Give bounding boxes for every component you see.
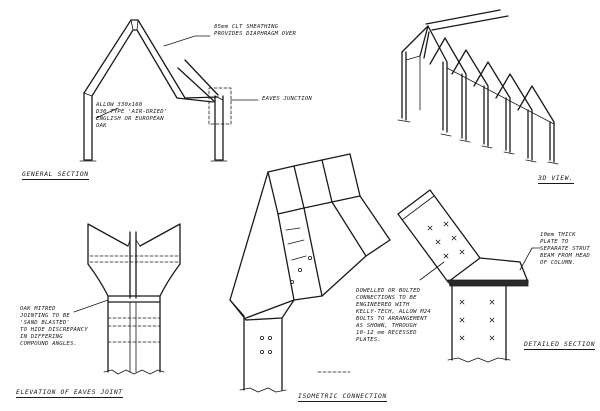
eaves-joint-elevation [73, 223, 181, 375]
note-member-size: ALLOW 330x160 D30 TYPE 'AIR-DRIED' ENGLI… [96, 102, 168, 129]
general-section-frame [79, 19, 259, 162]
note-eaves-junction: EAVES JUNCTION [262, 96, 312, 102]
note-steel-plate: 10mm THICK PLATE TO SEPARATE STRUT BEAM … [540, 232, 590, 266]
view-3d-frames [397, 9, 559, 165]
note-mitred-jointing: OAK MITRED JOINTING TO BE 'SAND BLASTED'… [20, 306, 88, 347]
title-general-section: GENERAL SECTION [22, 170, 89, 180]
detailed-section [397, 189, 541, 363]
note-clt-sheathing: 85mm CLT SHEATHING PROVIDES DIAPHRAGM OV… [214, 24, 297, 37]
title-3d-view: 3D VIEW. [538, 174, 574, 184]
isometric-connection [229, 153, 391, 393]
title-detailed-section: DETAILED SECTION [524, 340, 596, 350]
title-isometric-connection: ISOMETRIC CONNECTION [298, 392, 387, 402]
note-dowelled-connections: DOWELLED OR BOLTED CONNECTIONS TO BE ENG… [356, 288, 431, 343]
title-elevation-eaves-joint: ELEVATION OF EAVES JOINT [16, 388, 123, 398]
